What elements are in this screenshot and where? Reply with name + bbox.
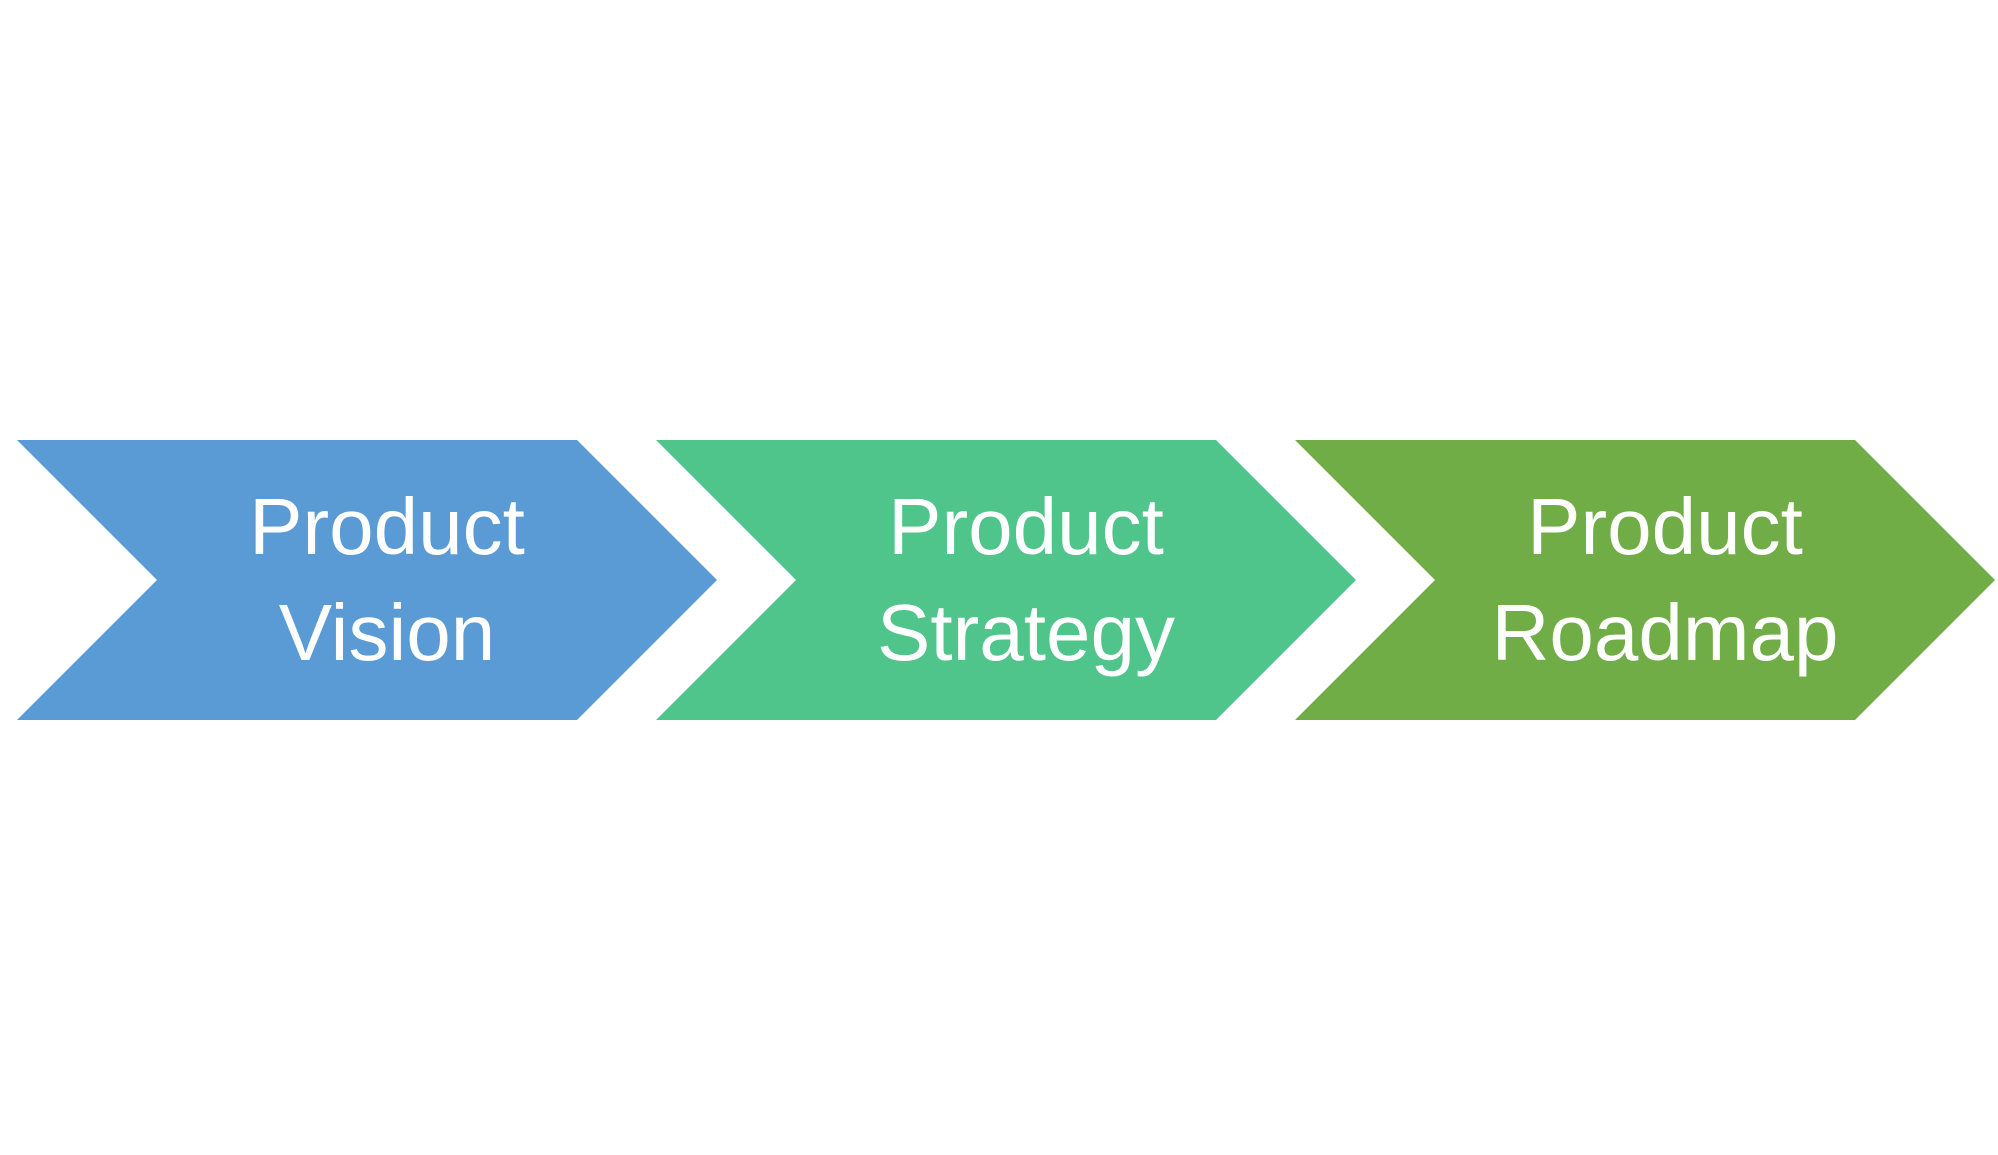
chevron-fill — [1295, 440, 1995, 720]
chevron-step-product-vision: Product Vision — [17, 440, 717, 720]
step-label-line-1: Product — [249, 482, 525, 571]
step-label: Product Vision — [249, 474, 525, 686]
step-label-line-1: Product — [1527, 482, 1803, 571]
chevron-fill — [656, 440, 1356, 720]
chevron-shape — [17, 440, 717, 720]
step-label-line-2: Roadmap — [1491, 588, 1839, 677]
step-label-line-1: Product — [888, 482, 1164, 571]
chevron-shape — [1295, 440, 1995, 720]
step-label: Product Roadmap — [1492, 474, 1839, 686]
step-label-line-2: Strategy — [877, 588, 1175, 677]
chevron-step-product-strategy: Product Strategy — [656, 440, 1356, 720]
chevron-fill — [17, 440, 717, 720]
chevron-step-product-roadmap: Product Roadmap — [1295, 440, 1995, 720]
step-label-line-2: Vision — [278, 588, 496, 677]
chevron-shape — [656, 440, 1356, 720]
step-label: Product Strategy — [877, 474, 1175, 686]
